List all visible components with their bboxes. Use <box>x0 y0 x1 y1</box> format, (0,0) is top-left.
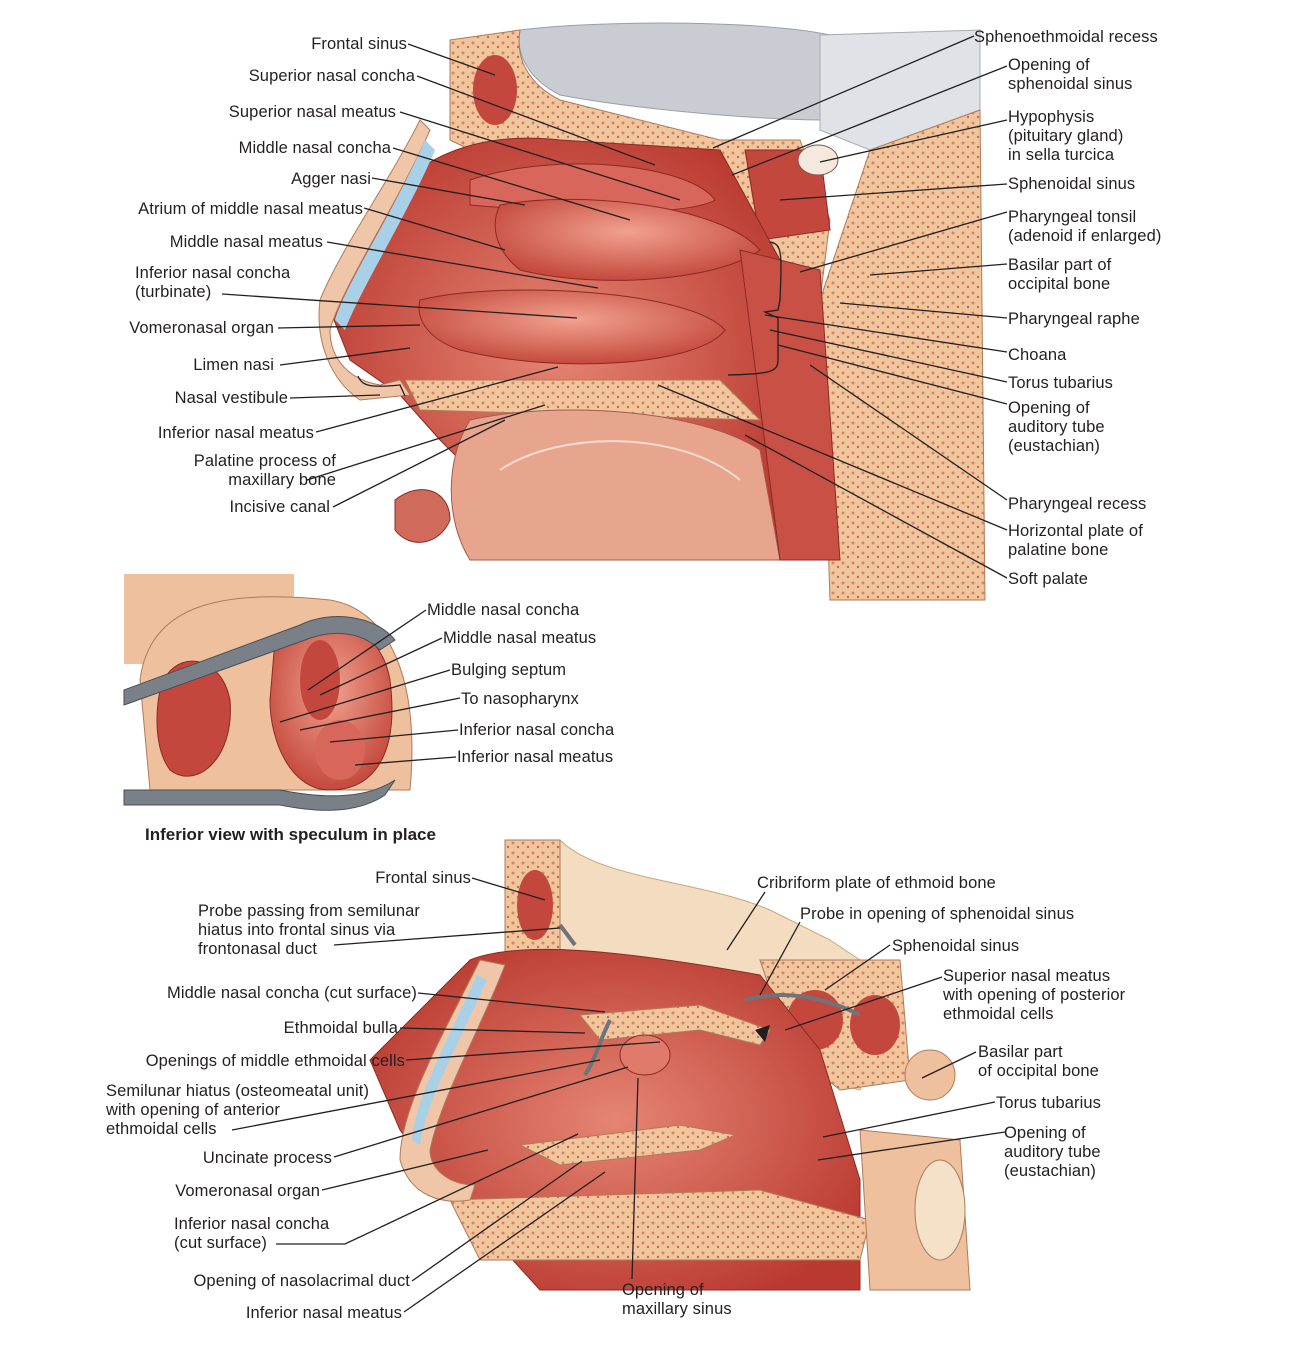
label-nasal-vestibule: Nasal vestibule <box>174 389 288 407</box>
label-fig3-semilunar-hiatus: Semilunar hiatus (osteomeatal unit) with… <box>106 1082 370 1138</box>
figure1-illustration <box>318 22 986 601</box>
label-frontal-sinus: Frontal sinus <box>311 35 407 53</box>
leader-lines <box>221 35 1008 1313</box>
label-fig2-middle-nasal-meatus: Middle nasal meatus <box>443 629 597 647</box>
label-fig3-inferior-nasal-meatus: Inferior nasal meatus <box>245 1304 402 1322</box>
label-pharyngeal-recess: Pharyngeal recess <box>1008 495 1147 513</box>
label-sphenoethmoidal-recess: Sphenoethmoidal recess <box>974 28 1158 46</box>
label-fig3-sphenoidal-sinus: Sphenoidal sinus <box>892 937 1020 955</box>
label-atrium-middle-nasal-meatus: Atrium of middle nasal meatus <box>138 200 363 218</box>
label-agger-nasi: Agger nasi <box>291 170 371 188</box>
label-fig2-inferior-nasal-concha: Inferior nasal concha <box>459 721 615 739</box>
label-superior-nasal-meatus: Superior nasal meatus <box>228 103 396 121</box>
label-palatine-process: Palatine process of maxillary bone <box>193 452 336 489</box>
label-fig2-inferior-nasal-meatus: Inferior nasal meatus <box>457 748 614 766</box>
label-horizontal-plate-palatine: Horizontal plate of palatine bone <box>1008 522 1143 559</box>
label-fig3-probe-frontonasal: Probe passing from semilunar hiatus into… <box>198 902 420 958</box>
label-fig2-to-nasopharynx: To nasopharynx <box>461 690 579 708</box>
label-fig3-opening-auditory-tube: Opening of auditory tube (eustachian) <box>1004 1124 1101 1180</box>
label-incisive-canal: Incisive canal <box>229 498 330 516</box>
label-inferior-nasal-concha: Inferior nasal concha (turbinate) <box>135 264 291 301</box>
label-fig3-middle-concha-cut: Middle nasal concha (cut surface) <box>166 984 417 1002</box>
figure2-illustration <box>123 574 413 811</box>
label-fig2-bulging-septum: Bulging septum <box>451 661 567 679</box>
label-soft-palate: Soft palate <box>1008 570 1088 588</box>
label-fig3-cribriform-plate: Cribriform plate of ethmoid bone <box>757 874 996 892</box>
label-torus-tubarius: Torus tubarius <box>1008 374 1114 392</box>
label-choana: Choana <box>1008 346 1067 364</box>
label-fig3-frontal-sinus: Frontal sinus <box>375 869 471 887</box>
label-fig3-openings-middle-ethmoidal: Openings of middle ethmoidal cells <box>145 1052 405 1070</box>
label-sphenoidal-sinus: Sphenoidal sinus <box>1008 175 1136 193</box>
label-fig3-ethmoidal-bulla: Ethmoidal bulla <box>283 1019 398 1037</box>
label-hypophysis: Hypophysis (pituitary gland) in sella tu… <box>1008 108 1124 164</box>
label-fig3-torus-tubarius: Torus tubarius <box>996 1094 1102 1112</box>
label-fig3-uncinate-process: Uncinate process <box>202 1149 332 1167</box>
label-basilar-part-occipital: Basilar part of occipital bone <box>1008 256 1112 293</box>
label-limen-nasi: Limen nasi <box>193 356 274 374</box>
label-opening-auditory-tube: Opening of auditory tube (eustachian) <box>1008 399 1105 455</box>
label-middle-nasal-meatus: Middle nasal meatus <box>169 233 323 251</box>
label-fig3-inferior-concha-cut: Inferior nasal concha (cut surface) <box>174 1215 330 1252</box>
label-pharyngeal-raphe: Pharyngeal raphe <box>1008 310 1140 328</box>
label-inferior-nasal-meatus: Inferior nasal meatus <box>157 424 314 442</box>
label-fig3-opening-maxillary-sinus: Opening of maxillary sinus <box>622 1281 732 1318</box>
label-fig3-superior-nasal-meatus: Superior nasal meatus with opening of po… <box>943 967 1126 1023</box>
label-fig2-middle-nasal-concha: Middle nasal concha <box>427 601 580 619</box>
label-opening-sphenoidal-sinus: Opening of sphenoidal sinus <box>1008 56 1133 93</box>
label-fig3-basilar-part: Basilar part of occipital bone <box>978 1043 1099 1080</box>
label-fig3-probe-sphenoidal: Probe in opening of sphenoidal sinus <box>800 905 1075 923</box>
label-superior-nasal-concha: Superior nasal concha <box>248 67 415 85</box>
label-vomeronasal-organ: Vomeronasal organ <box>129 319 274 337</box>
label-fig3-nasolacrimal-duct: Opening of nasolacrimal duct <box>193 1272 410 1290</box>
label-pharyngeal-tonsil: Pharyngeal tonsil (adenoid if enlarged) <box>1008 208 1162 245</box>
caption-inferior-view: Inferior view with speculum in place <box>145 825 436 844</box>
label-middle-nasal-concha: Middle nasal concha <box>238 139 391 157</box>
label-fig3-vomeronasal-organ: Vomeronasal organ <box>175 1182 320 1200</box>
